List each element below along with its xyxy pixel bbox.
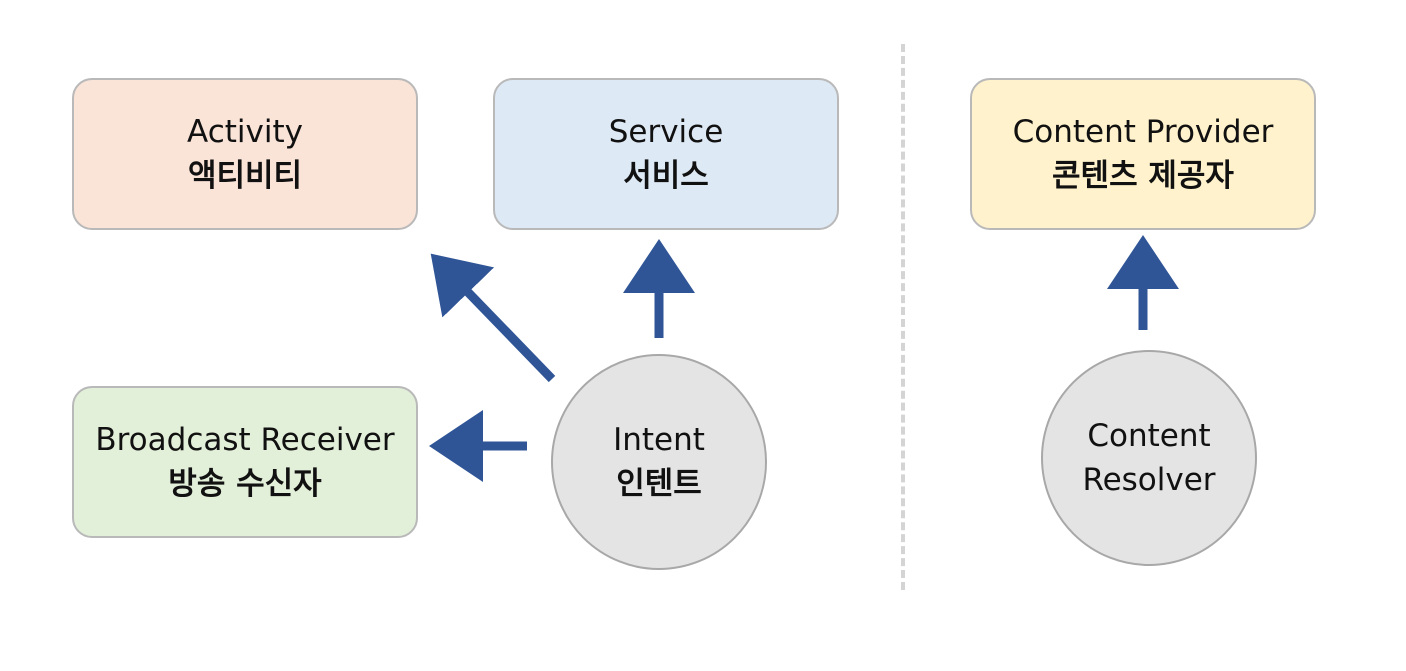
- activity-label-ko: 액티비티: [187, 158, 303, 194]
- content-provider-label-ko: 콘텐츠 제공자: [1052, 158, 1234, 194]
- broadcast-receiver-label-en: Broadcast Receiver: [95, 422, 395, 458]
- broadcast-receiver-box: Broadcast Receiver 방송 수신자: [72, 386, 418, 538]
- content-provider-label-en: Content Provider: [1012, 114, 1274, 150]
- intent-circle: Intent 인텐트: [551, 354, 767, 570]
- activity-label-en: Activity: [187, 114, 303, 150]
- intent-label-en: Intent: [613, 422, 705, 458]
- arrow-intent-to-activity: [430, 253, 556, 383]
- content-provider-box: Content Provider 콘텐츠 제공자: [970, 78, 1316, 230]
- broadcast-receiver-label-ko: 방송 수신자: [168, 466, 322, 502]
- section-divider: [901, 44, 905, 590]
- service-label-ko: 서비스: [623, 158, 709, 194]
- service-label-en: Service: [608, 114, 724, 150]
- content-resolver-circle: Content Resolver: [1041, 350, 1257, 566]
- content-resolver-label-line1: Content: [1087, 418, 1211, 454]
- activity-box: Activity 액티비티: [72, 78, 418, 230]
- content-resolver-label-line2: Resolver: [1082, 462, 1216, 498]
- service-box: Service 서비스: [493, 78, 839, 230]
- intent-label-ko: 인텐트: [616, 466, 702, 502]
